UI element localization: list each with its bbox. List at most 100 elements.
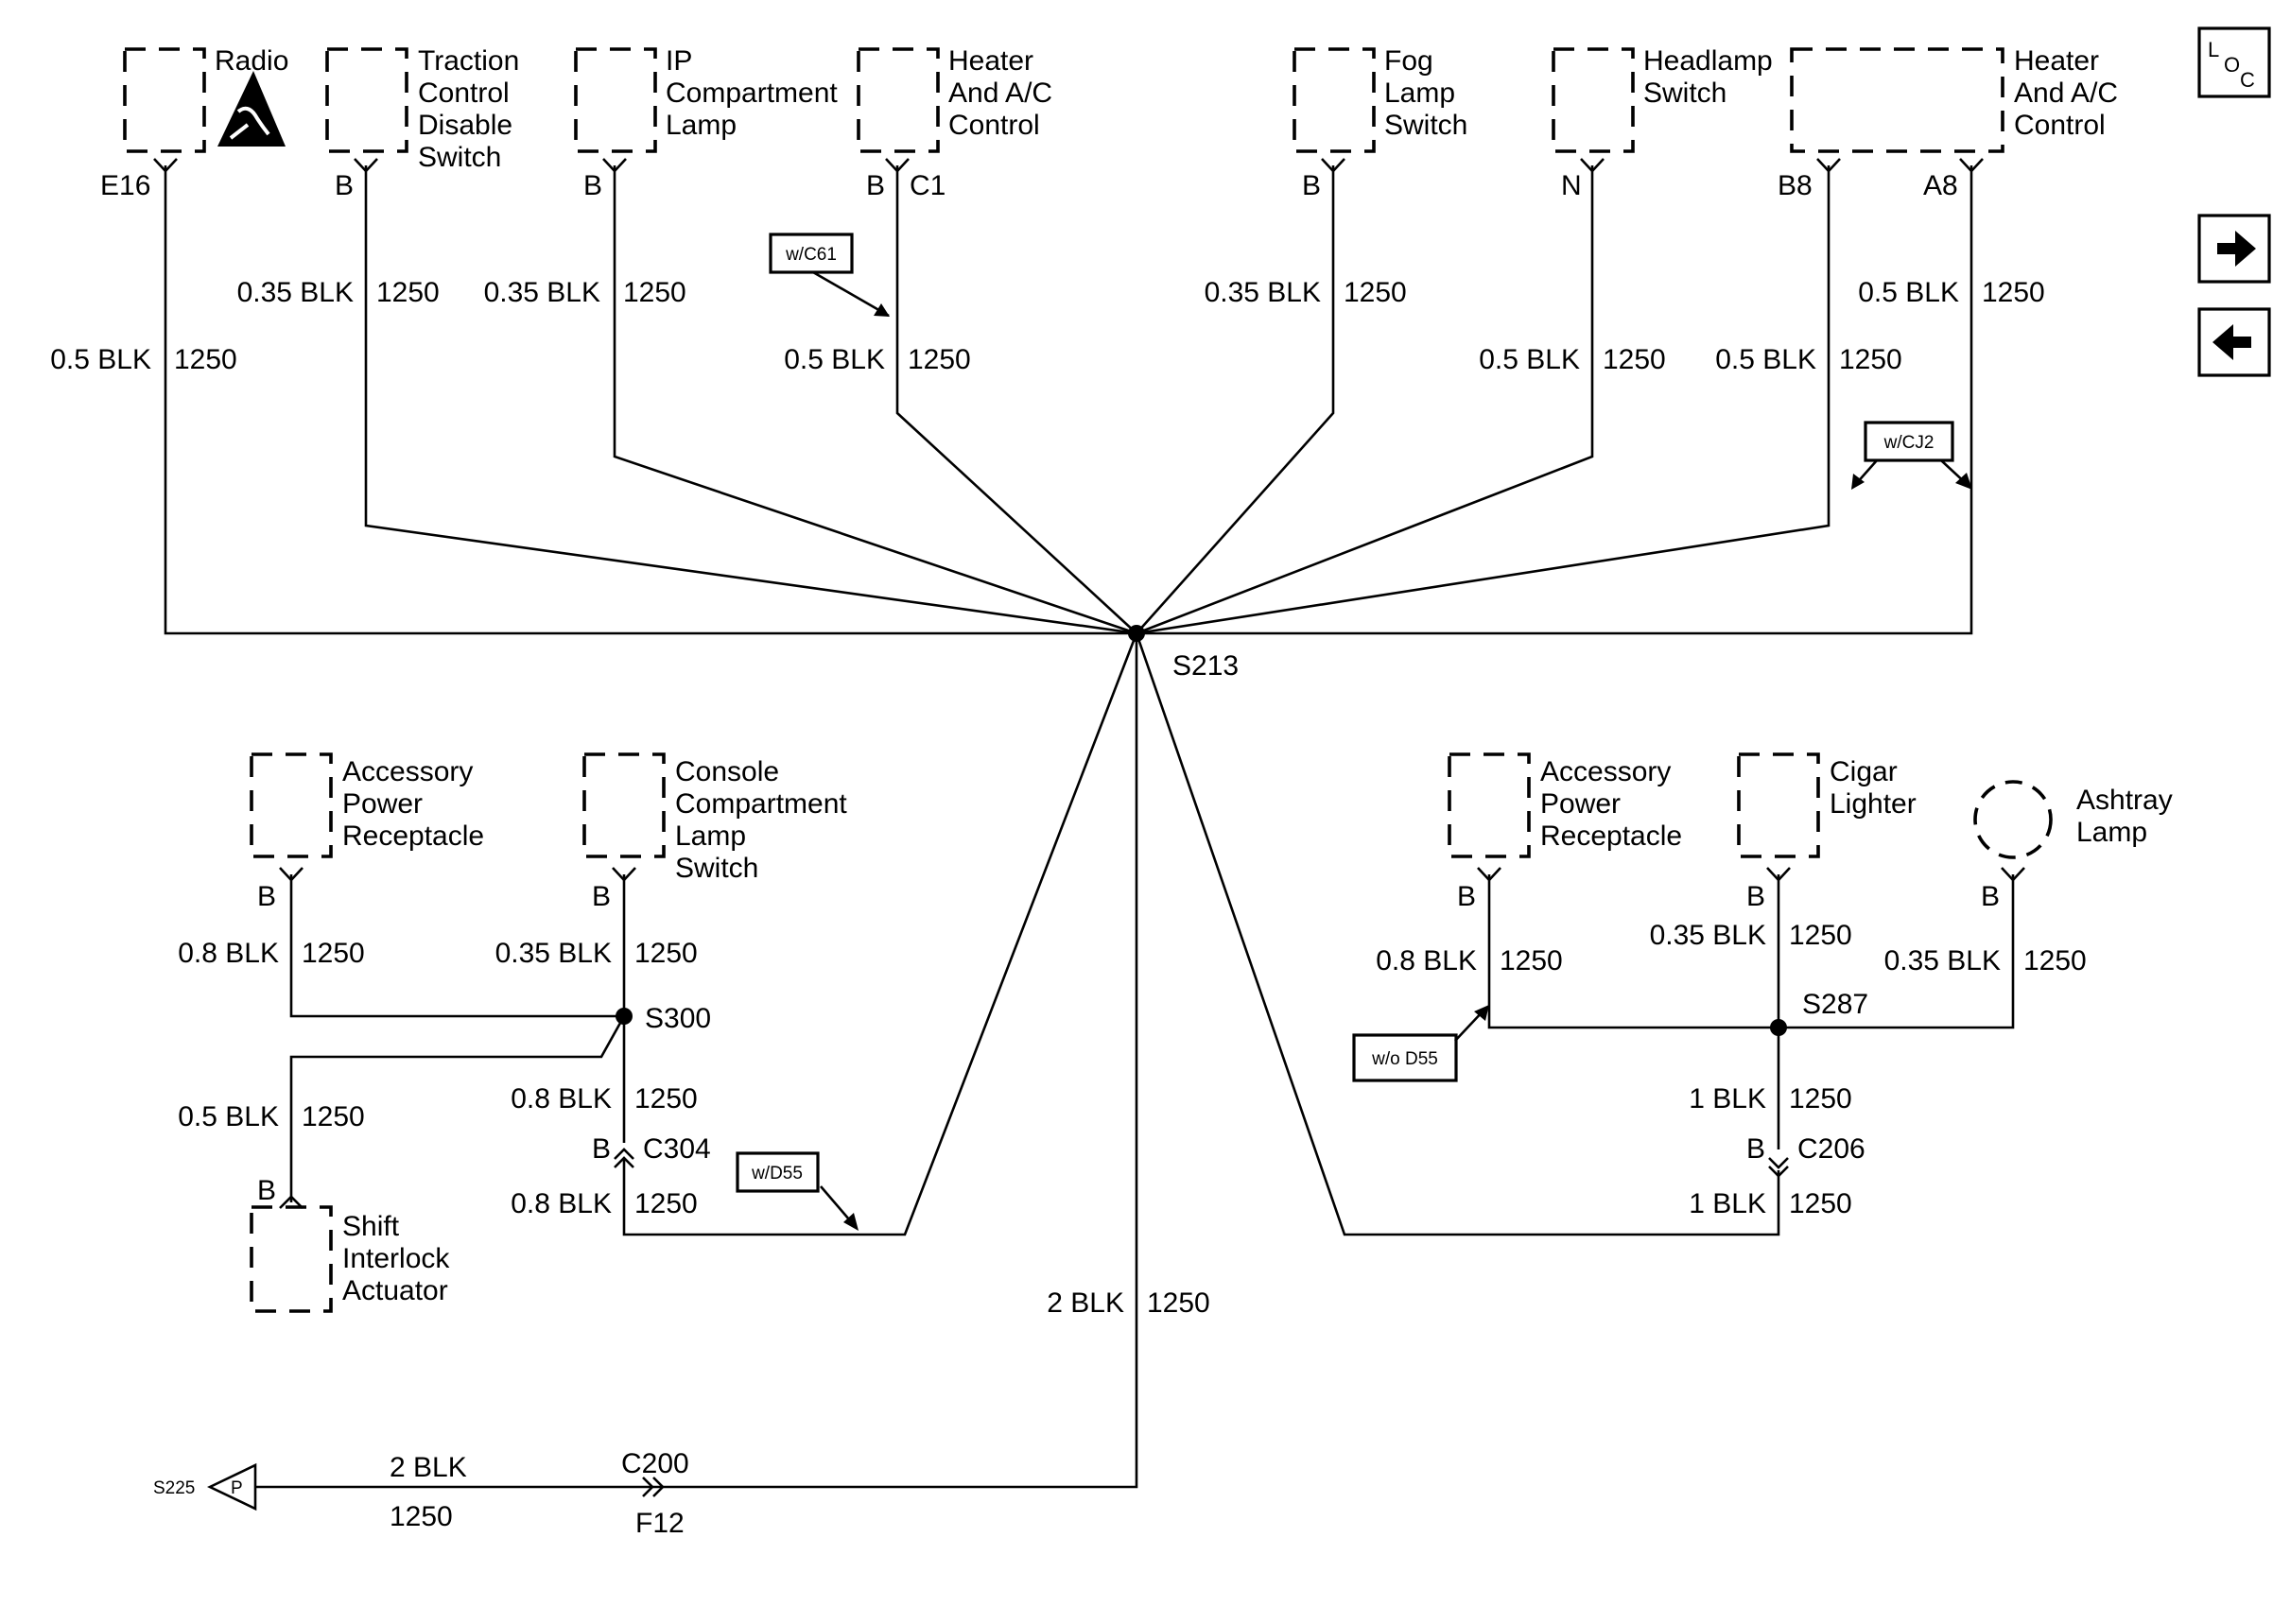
label-acc-left-2: Power [342,788,423,820]
ground-ref-label: S225 [153,1478,195,1498]
circuit-s287-down: 1250 [1789,1083,1852,1114]
label-fog-2: Lamp [1384,78,1455,109]
label-acc-left-3: Receptacle [342,821,484,852]
pin-labels: E16 B B B C1 B N B8 A8 B B B B B B B B [100,170,2000,1206]
fog-lamp-box [1293,47,1376,153]
wire-ip [613,165,1137,635]
prev-arrow-icon [2212,324,2251,360]
loc-c: C [2240,68,2255,92]
wire-label-bottom: 2 BLK [390,1452,467,1483]
label-shift-1: Shift [342,1211,400,1242]
label-console-1: Console [675,756,779,787]
component-boxes [123,47,2053,1313]
label-ashtray-2: Lamp [2076,817,2147,848]
connector-c200-label: C200 [621,1448,689,1479]
label-traction-2: Control [418,78,510,109]
splice-s300-dot [616,1008,633,1025]
circuit-ip: 1250 [623,277,686,308]
circuit-c206-down: 1250 [1789,1188,1852,1219]
circuit-cigar: 1250 [1789,920,1852,951]
wire-radio [164,165,1136,635]
ip-lamp-box [574,47,657,153]
heater-ac-1-box [857,47,940,153]
loc-button[interactable]: L O C [2197,26,2271,98]
circuit-fog: 1250 [1344,277,1407,308]
connector-f12-label: F12 [635,1508,685,1539]
pin-heater1-b: B [866,170,885,201]
pin-ip: B [583,170,602,201]
label-console-3: Lamp [675,821,746,852]
circuit-console: 1250 [634,938,698,969]
wire-label-c304-down: 0.8 BLK [511,1188,612,1219]
circuit-c304-down: 1250 [634,1188,698,1219]
wire-label-ip: 0.35 BLK [484,277,600,308]
wire-heater2-b8 [1136,165,1831,635]
wire-label-ashtray: 0.35 BLK [1884,945,2001,976]
label-traction-4: Switch [418,142,501,173]
circuit-acc-right: 1250 [1500,945,1563,976]
label-radio: Radio [215,45,288,77]
wire-label-fog: 0.35 BLK [1205,277,1321,308]
pin-fog: B [1302,170,1321,201]
pin-heater2-a8: A8 [1923,170,1958,201]
svg-text:w/D55: w/D55 [751,1164,803,1183]
terminals [153,158,2025,1497]
wire-fog [1136,165,1335,634]
wire-label-acc-right: 0.8 BLK [1376,945,1477,976]
circuit-heater1: 1250 [908,344,971,375]
wire-heater1 [895,165,1137,634]
label-console-4: Switch [675,853,758,884]
label-acc-right-2: Power [1540,788,1621,820]
wire-label-console: 0.35 BLK [495,938,612,969]
pin-cigar: B [1746,881,1765,912]
splice-s287-dot [1770,1019,1787,1036]
wire-label-cigar: 0.35 BLK [1650,920,1766,951]
svg-text:w/C61: w/C61 [785,245,837,265]
label-heater1-2: And A/C [948,78,1052,109]
label-ip-1: IP [666,45,692,77]
label-heater2-1: Heater [2014,45,2099,77]
circuit-traction: 1250 [376,277,440,308]
pin-shift: B [257,1175,276,1206]
circuit-s300-down: 1250 [634,1083,698,1114]
wire-shift [289,1015,626,1202]
tag-w-c61: w/C61 [769,233,890,318]
label-heater2-3: Control [2014,110,2106,141]
acc-power-left-box [250,752,333,858]
component-labels: Radio Traction Control Disable Switch IP… [215,45,2173,1306]
circuit-headlamp: 1250 [1603,344,1666,375]
radio-box [123,47,206,153]
tag-w-d55: w/D55 [736,1151,859,1231]
wire-acc-left [289,874,624,1018]
tag-w-cj2: w/CJ2 [1851,421,1972,490]
splice-s300-label: S300 [645,1003,711,1034]
pin-c304: B [592,1133,611,1165]
wire-label-heater2-b8: 0.5 BLK [1715,344,1816,375]
wire-heater2-a8 [1136,165,1973,635]
label-headlamp-1: Headlamp [1643,45,1773,77]
svg-text:w/o D55: w/o D55 [1371,1049,1438,1069]
option-tags: w/C61 w/CJ2 w/D55 w/o D55 [736,233,1972,1231]
wire-traction [364,165,1137,635]
connector-c206-label: C206 [1797,1133,1865,1165]
label-shift-3: Actuator [342,1275,448,1306]
label-fog-1: Fog [1384,45,1433,77]
next-page-button[interactable] [2197,214,2271,284]
splice-connector-labels: S213 S300 S287 C304 C206 C200 F12 [621,650,1868,1539]
label-ip-2: Compartment [666,78,838,109]
pin-headlamp: N [1561,170,1582,201]
wire-label-headlamp: 0.5 BLK [1479,344,1580,375]
label-cigar-1: Cigar [1830,756,1898,787]
traction-control-box [325,47,408,153]
prev-page-button[interactable] [2197,307,2271,377]
label-fog-3: Switch [1384,110,1467,141]
label-ip-3: Lamp [666,110,737,141]
ground-reference-s225[interactable]: P S225 [153,1462,257,1512]
cigar-lighter-box [1737,752,1820,858]
pin-ashtray: B [1981,881,2000,912]
label-acc-left-1: Accessory [342,756,473,787]
heater-ac-2-box [1790,47,2004,153]
circuit-heater2-b8: 1250 [1839,344,1902,375]
connector-c304-label: C304 [643,1133,711,1165]
